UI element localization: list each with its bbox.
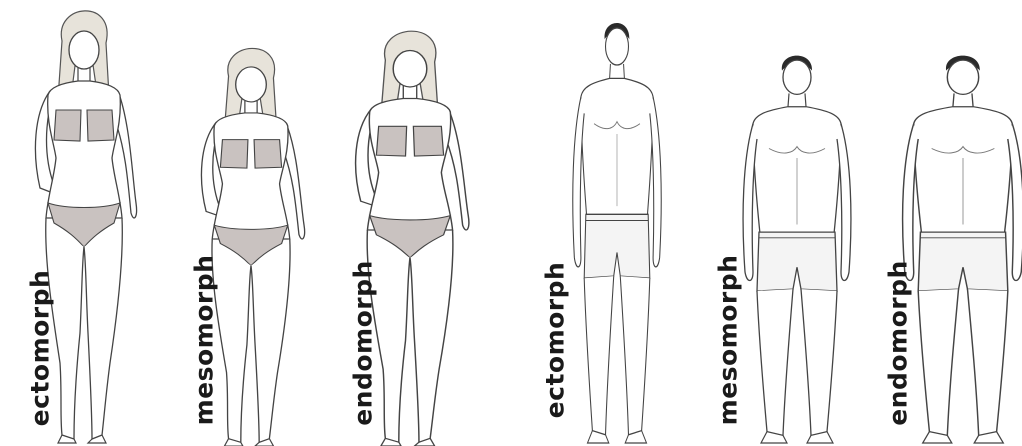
man-mesomorph-figure (743, 56, 851, 443)
man-ectomorph-figure (573, 23, 661, 443)
label-man-ectomorph: ectomorph (541, 262, 570, 419)
label-man-endomorph: endomorph (884, 260, 913, 426)
label-woman-mesomorph: mesomorph (190, 255, 219, 426)
label-man-mesomorph: mesomorph (714, 255, 743, 426)
label-woman-endomorph: endomorph (349, 260, 378, 426)
man-endomorph-figure (903, 56, 1022, 443)
label-woman-ectomorph: ectomorph (26, 270, 55, 427)
